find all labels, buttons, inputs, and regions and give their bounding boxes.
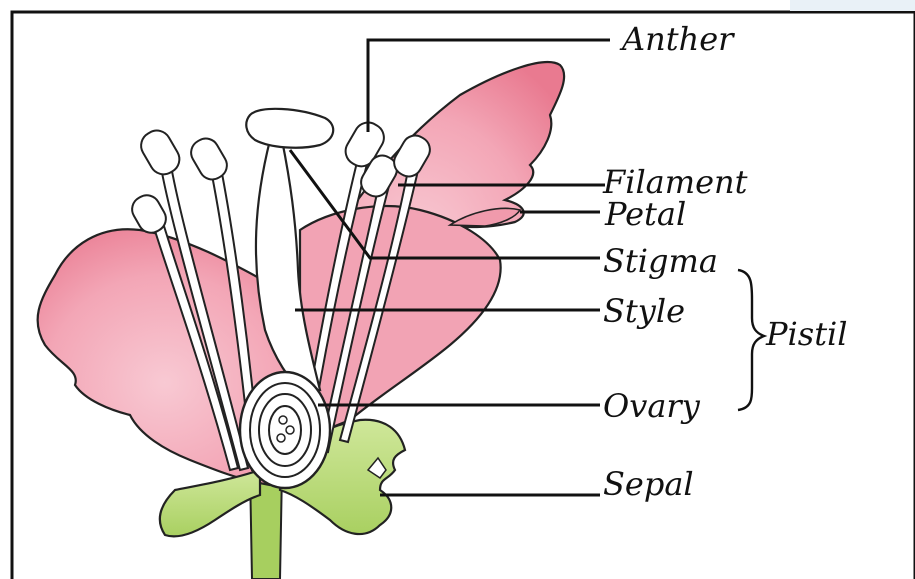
stigma <box>246 109 333 148</box>
sepal-left <box>160 470 260 536</box>
top-right-strip <box>790 0 915 11</box>
ovule-1 <box>279 416 287 424</box>
pistil-bracket <box>738 270 764 410</box>
label-pistil: Pistil <box>765 315 848 353</box>
label-petal: Petal <box>604 195 686 233</box>
label-style: Style <box>603 292 685 330</box>
ovule-2 <box>286 426 294 434</box>
label-stigma: Stigma <box>603 242 718 280</box>
label-anther: Anther <box>619 20 735 58</box>
ovary <box>240 372 330 488</box>
label-ovary: Ovary <box>603 387 701 425</box>
anther-2 <box>186 134 231 184</box>
label-sepal: Sepal <box>603 465 694 503</box>
anther-1 <box>136 125 184 179</box>
ovule-3 <box>277 434 285 442</box>
ovary-outer <box>240 372 330 488</box>
